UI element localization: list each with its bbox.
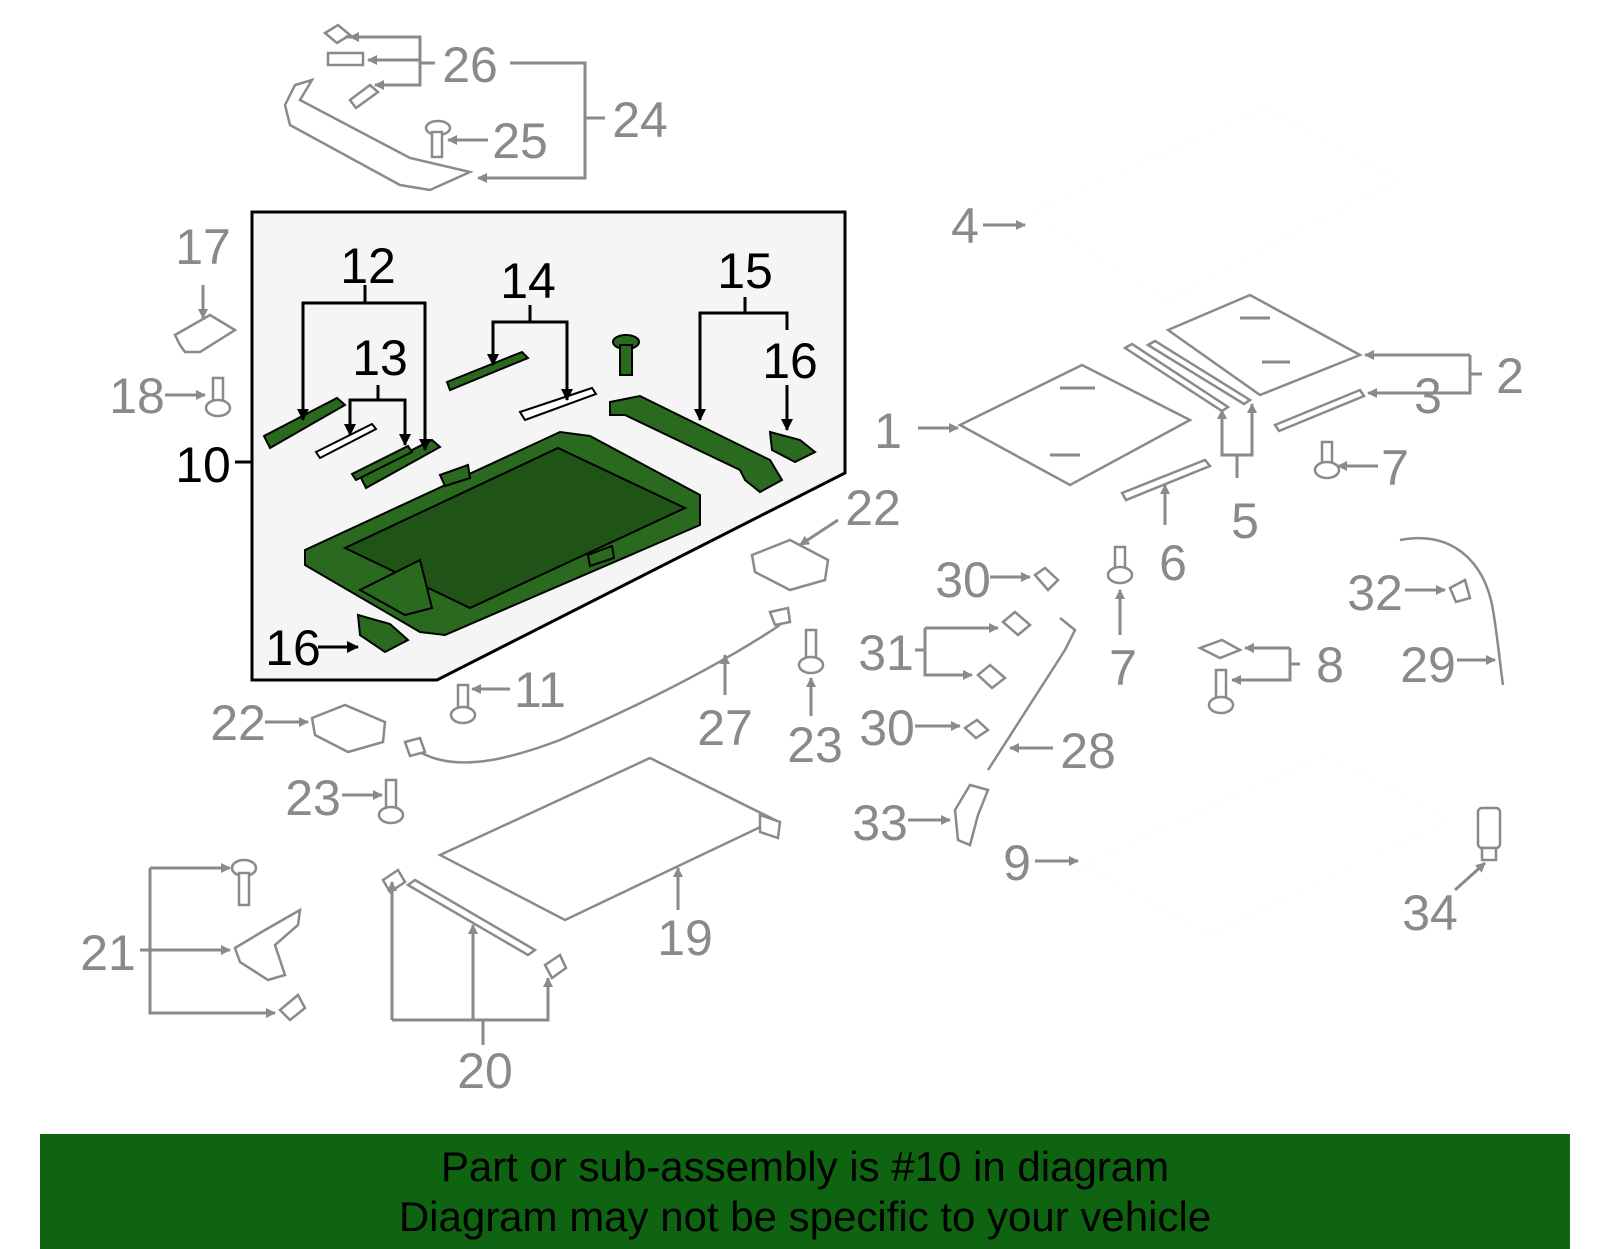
clip-16-left[interactable] xyxy=(356,613,410,654)
callout-24: 24 xyxy=(612,92,668,148)
callout-32: 32 xyxy=(1347,565,1403,621)
callout-22-right: 22 xyxy=(845,480,901,536)
screw-21[interactable] xyxy=(230,858,258,907)
sunshade-19[interactable] xyxy=(437,756,782,922)
callout-5: 5 xyxy=(1231,493,1259,549)
callout-26: 26 xyxy=(442,37,498,93)
seal-strip-3[interactable] xyxy=(1273,388,1366,433)
block-22b[interactable] xyxy=(310,703,387,754)
callout-27: 27 xyxy=(697,700,753,756)
callout-22-left: 22 xyxy=(210,695,266,751)
bolt-23b[interactable] xyxy=(377,778,405,825)
clips-31[interactable] xyxy=(976,610,1032,690)
bolt-18[interactable] xyxy=(204,376,232,418)
strip-13-b[interactable] xyxy=(350,444,414,482)
callout-9: 9 xyxy=(1003,835,1031,891)
callout-7-right: 7 xyxy=(1381,440,1409,496)
motor-34[interactable] xyxy=(1476,806,1502,862)
callout-17: 17 xyxy=(175,219,231,275)
callout-20: 20 xyxy=(457,1043,513,1099)
callout-7-lower: 7 xyxy=(1109,640,1137,696)
sunshade-frame-assembly[interactable] xyxy=(304,430,701,637)
callout-34: 34 xyxy=(1402,885,1458,941)
bolt-7a[interactable] xyxy=(1313,440,1341,480)
callout-6: 6 xyxy=(1159,535,1187,591)
callout-19: 19 xyxy=(657,910,713,966)
nut-8[interactable] xyxy=(1196,638,1243,715)
callout-labels: 1 2 3 4 5 6 7 7 8 9 10 11 12 13 14 15 16… xyxy=(80,37,1524,1099)
callout-23-right: 23 xyxy=(787,717,843,773)
callout-12: 12 xyxy=(340,238,396,294)
drain-hose-28[interactable] xyxy=(986,617,1077,771)
bracket-21[interactable] xyxy=(233,907,302,982)
callout-23-left: 23 xyxy=(285,770,341,826)
callout-3: 3 xyxy=(1414,368,1442,424)
callout-28: 28 xyxy=(1060,723,1116,779)
clip-32[interactable] xyxy=(1448,578,1472,604)
clip-21[interactable] xyxy=(278,993,307,1022)
drain-nozzle-33[interactable] xyxy=(953,783,990,847)
callout-2: 2 xyxy=(1496,348,1524,404)
caption-line-1: Part or sub-assembly is #10 in diagram xyxy=(440,1142,1170,1190)
clip-16-right[interactable] xyxy=(768,430,817,464)
callout-1: 1 xyxy=(874,403,902,459)
clip-30a[interactable] xyxy=(1033,566,1060,592)
frame-seal-9[interactable] xyxy=(1079,753,1454,937)
callout-18: 18 xyxy=(109,368,165,424)
guide-15[interactable] xyxy=(609,394,784,494)
leader-lines xyxy=(140,32,1496,1045)
screw-green[interactable] xyxy=(612,334,640,376)
callout-29: 29 xyxy=(1400,637,1456,693)
callout-11: 11 xyxy=(514,662,566,718)
callout-33: 33 xyxy=(852,795,908,851)
clip-30b[interactable] xyxy=(962,718,991,740)
callout-16-left: 16 xyxy=(265,620,321,676)
block-22a[interactable] xyxy=(750,538,830,592)
callout-14: 14 xyxy=(500,253,556,309)
drain-hose-29[interactable] xyxy=(1399,536,1505,686)
callout-15: 15 xyxy=(717,243,773,299)
bolt-11[interactable] xyxy=(449,683,477,725)
callout-31: 31 xyxy=(858,625,914,681)
callout-8: 8 xyxy=(1316,637,1344,693)
caption-banner: Part or sub-assembly is #10 in diagram D… xyxy=(40,1134,1570,1249)
seal-strips-5[interactable] xyxy=(1122,339,1253,413)
caption-line-2: Diagram may not be specific to your vehi… xyxy=(398,1192,1212,1240)
deflector-clips-26[interactable] xyxy=(322,23,381,110)
callout-25: 25 xyxy=(492,113,548,169)
rail-12-left[interactable] xyxy=(262,396,347,450)
callout-30-lower: 30 xyxy=(859,700,915,756)
glass-panel-1[interactable] xyxy=(957,363,1193,487)
screw-25[interactable] xyxy=(424,119,452,159)
bolt-23a[interactable] xyxy=(797,628,825,675)
callout-13: 13 xyxy=(352,330,408,386)
bolt-7b[interactable] xyxy=(1106,545,1134,585)
callout-30-upper: 30 xyxy=(935,552,991,608)
glass-panel-2[interactable] xyxy=(1165,293,1363,397)
seal-strip-6[interactable] xyxy=(1120,458,1213,502)
bracket-17[interactable] xyxy=(173,313,238,354)
wind-deflector[interactable] xyxy=(283,77,474,192)
callout-4: 4 xyxy=(951,198,979,254)
callout-10: 10 xyxy=(175,437,231,493)
callout-21: 21 xyxy=(80,925,136,981)
callout-16-right: 16 xyxy=(762,333,818,389)
glass-seal-4[interactable] xyxy=(1026,106,1404,302)
